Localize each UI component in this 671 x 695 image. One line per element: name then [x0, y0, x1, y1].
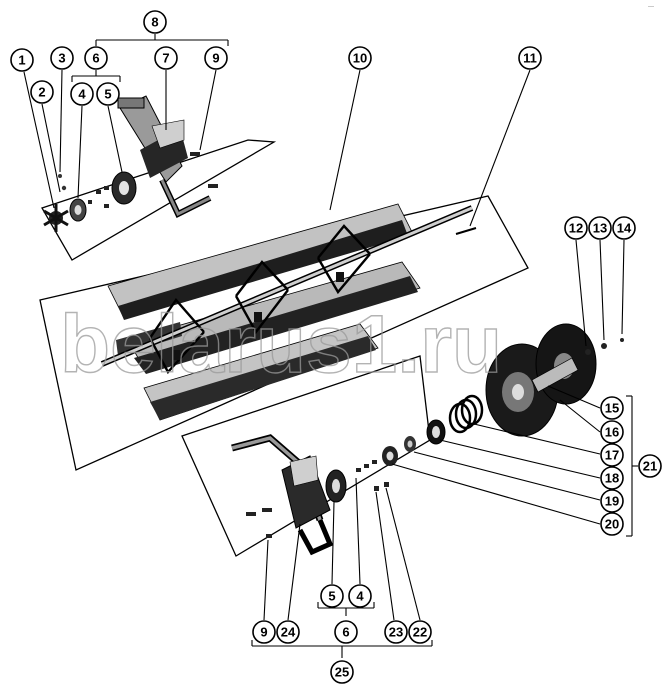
- bolt-lower-b: [262, 508, 272, 512]
- callout-1: 1: [10, 48, 34, 72]
- bearing-housing-left: [111, 171, 137, 205]
- callout-5-bottom: 5: [320, 584, 344, 608]
- small-washer: [61, 185, 67, 191]
- callouts: 8 1 3 6 7 9 10 11 2 4 5 12 13 14 15: [10, 10, 662, 684]
- svg-text:5: 5: [328, 589, 335, 604]
- top-left-assembly: [43, 95, 218, 232]
- callout-17: 17: [600, 443, 624, 467]
- svg-text:17: 17: [605, 448, 619, 463]
- nut-12: [585, 349, 591, 355]
- callout-15: 15: [600, 396, 624, 420]
- callout-12: 12: [564, 216, 588, 240]
- callout-4-top: 4: [70, 82, 94, 106]
- nut-23: [374, 486, 379, 491]
- callout-9-bottom: 9: [252, 620, 276, 644]
- svg-text:6: 6: [342, 625, 349, 640]
- washer-13: [601, 343, 607, 349]
- callout-11: 11: [518, 46, 542, 70]
- callout-19: 19: [600, 489, 624, 513]
- svg-text:20: 20: [605, 517, 619, 532]
- small-pin: [58, 174, 62, 178]
- callout-6-top: 6: [84, 46, 108, 70]
- pin-14: [620, 338, 624, 342]
- callout-24: 24: [276, 620, 300, 644]
- lower-bracket-assembly: [231, 434, 389, 556]
- svg-text:10: 10: [353, 51, 367, 66]
- svg-text:5: 5: [104, 87, 111, 102]
- shaft-key: [455, 227, 477, 235]
- bolt-lower-c: [266, 534, 272, 538]
- svg-text:23: 23: [389, 625, 403, 640]
- callout-9-top: 9: [204, 46, 228, 70]
- svg-text:4: 4: [78, 87, 86, 102]
- callout-2: 2: [30, 80, 54, 104]
- svg-text:16: 16: [605, 425, 619, 440]
- callout-14: 14: [612, 216, 636, 240]
- star-nut: [43, 204, 69, 232]
- mounting-bracket: [117, 95, 212, 219]
- svg-text:8: 8: [151, 15, 158, 30]
- svg-text:6: 6: [92, 51, 99, 66]
- svg-text:3: 3: [58, 51, 65, 66]
- svg-text:12: 12: [569, 221, 583, 236]
- rotor-drum: [100, 203, 477, 421]
- callout-8: 8: [143, 10, 167, 34]
- svg-text:19: 19: [605, 494, 619, 509]
- bolts-top: [190, 152, 218, 188]
- callout-23: 23: [384, 620, 408, 644]
- callout-3: 3: [50, 46, 74, 70]
- callout-4-bottom: 4: [348, 584, 372, 608]
- callout-16: 16: [600, 420, 624, 444]
- callout-5-top: 5: [96, 82, 120, 106]
- svg-text:9: 9: [212, 51, 219, 66]
- svg-text:24: 24: [281, 625, 296, 640]
- svg-text:7: 7: [162, 51, 169, 66]
- callout-25: 25: [330, 660, 354, 684]
- corner-mark: —: [648, 4, 654, 10]
- callout-22: 22: [408, 620, 432, 644]
- leader-lines: [23, 34, 638, 658]
- callout-6-bottom: 6: [334, 620, 358, 644]
- callout-13: 13: [588, 216, 612, 240]
- svg-text:11: 11: [523, 51, 537, 66]
- callout-21: 21: [638, 454, 662, 478]
- svg-text:14: 14: [617, 221, 632, 236]
- right-wheel-assembly: [382, 323, 624, 466]
- nut-22: [384, 482, 389, 487]
- svg-text:15: 15: [605, 401, 619, 416]
- svg-text:18: 18: [605, 471, 619, 486]
- callout-10: 10: [348, 46, 372, 70]
- svg-text:25: 25: [335, 665, 349, 680]
- callout-20: 20: [600, 512, 624, 536]
- callout-7: 7: [154, 46, 178, 70]
- spring: [448, 394, 484, 434]
- svg-text:21: 21: [643, 459, 657, 474]
- svg-text:2: 2: [38, 85, 45, 100]
- svg-text:9: 9: [260, 625, 267, 640]
- svg-text:22: 22: [413, 625, 427, 640]
- callout-18: 18: [600, 466, 624, 490]
- bolt-lower-a: [246, 512, 256, 516]
- svg-text:4: 4: [356, 589, 364, 604]
- svg-text:1: 1: [18, 53, 25, 68]
- svg-text:13: 13: [593, 221, 607, 236]
- watermark: belarus1.ru: [60, 299, 502, 390]
